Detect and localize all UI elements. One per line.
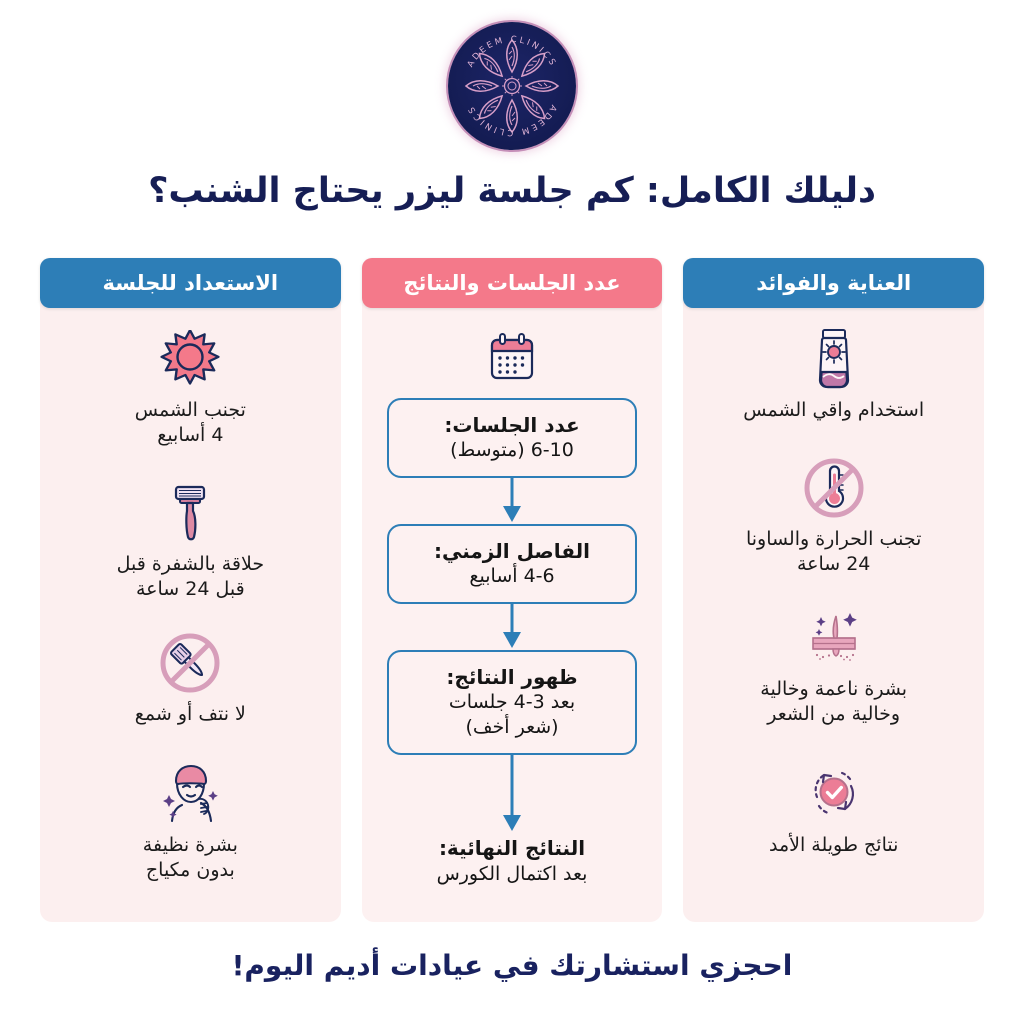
sessions-flow: عدد الجلسات: 6-10 (متوسط) الفاصل الزمني:… xyxy=(372,328,653,888)
flow-step-sessions-count: عدد الجلسات: 6-10 (متوسط) xyxy=(387,398,638,479)
logo-text-bottom: ADEEM CLINICS xyxy=(466,103,559,137)
list-item-caption: استخدام واقي الشمس xyxy=(743,398,924,423)
caption-line-2: 4 أسابيع xyxy=(157,424,224,447)
caption-line-1: لا نتف أو شمع xyxy=(134,703,246,726)
flow-step-title: النتائج النهائية: xyxy=(438,836,586,861)
caption-line-1: حلاقة بالشفرة قبل xyxy=(116,553,265,576)
column-header-preparation: الاستعداد للجلسة xyxy=(40,258,341,308)
no-heat-icon xyxy=(803,457,865,519)
column-header-care: العناية والفوائد xyxy=(683,258,985,308)
flow-step-title: ظهور النتائج: xyxy=(446,665,578,690)
razor-icon xyxy=(168,482,212,544)
flow-step-final-results: النتائج النهائية: بعد اكتمال الكورس xyxy=(387,835,637,888)
list-item-caption: تجنب الشمس 4 أسابيع xyxy=(135,398,246,448)
columns-container: الاستعداد للجلسة تجنب الشمس 4 أسابيع xyxy=(40,258,985,922)
caption-line-2: 24 ساعة xyxy=(796,553,871,576)
list-item-caption: حلاقة بالشفرة قبل قبل 24 ساعة xyxy=(117,552,265,602)
list-item-caption: بشرة نظيفة بدون مكياج xyxy=(143,833,238,883)
column-preparation: الاستعداد للجلسة تجنب الشمس 4 أسابيع xyxy=(40,258,341,922)
caption-line-2: بدون مكياج xyxy=(145,859,235,882)
long-lasting-icon xyxy=(803,763,865,825)
logo-area: ADEEM CLINICS ADEEM CLINICS xyxy=(0,22,1024,150)
sun-icon xyxy=(160,328,220,390)
list-item: لا نتف أو شمع xyxy=(50,632,331,727)
flow-arrow-down-icon xyxy=(499,478,525,524)
list-item-caption: تجنب الحرارة والساونا 24 ساعة xyxy=(746,527,921,577)
list-item: نتائج طويلة الأمد xyxy=(693,763,974,858)
flow-arrow-down-icon xyxy=(499,755,525,833)
flow-step-results-appear: ظهور النتائج: بعد 3-4 جلسات (شعر أخف) xyxy=(387,650,638,756)
caption-line-1: استخدام واقي الشمس xyxy=(743,399,925,421)
caption-line-1: تجنب الحرارة والساونا xyxy=(745,528,922,551)
list-item: بشرة نظيفة بدون مكياج xyxy=(50,763,331,883)
list-item-caption: نتائج طويلة الأمد xyxy=(769,833,898,858)
list-item-caption: لا نتف أو شمع xyxy=(135,702,246,727)
flow-step-title: الفاصل الزمني: xyxy=(434,539,591,564)
list-item: تجنب الشمس 4 أسابيع xyxy=(50,328,331,448)
column-body-sessions: عدد الجلسات: 6-10 (متوسط) الفاصل الزمني:… xyxy=(361,302,663,922)
sunscreen-icon xyxy=(810,328,858,390)
list-item: حلاقة بالشفرة قبل قبل 24 ساعة xyxy=(50,482,331,602)
column-header-sessions: عدد الجلسات والنتائج xyxy=(361,258,663,308)
list-item: استخدام واقي الشمس xyxy=(693,328,974,423)
flow-step-value-secondary: (شعر أخف) xyxy=(465,716,559,739)
caption-line-1: تجنب الشمس xyxy=(134,399,246,421)
flow-arrow-down-icon xyxy=(499,604,525,650)
column-sessions: عدد الجلسات والنتائج xyxy=(361,258,663,922)
clean-face-icon xyxy=(155,763,225,825)
caption-line-1: بشرة ناعمة وخالية xyxy=(760,678,908,701)
flow-step-value: 4-6 أسابيع xyxy=(469,565,555,588)
list-item-caption: بشرة ناعمة وخالية وخالية من الشعر xyxy=(760,677,907,727)
footer-cta: احجزي استشارتك في عيادات أديم اليوم! xyxy=(231,949,793,982)
logo-text-top: ADEEM CLINICS xyxy=(466,35,559,69)
flow-step-title: عدد الجلسات: xyxy=(444,413,580,437)
flow-step-value: بعد اكتمال الكورس xyxy=(436,863,588,886)
flow-step-value: بعد 3-4 جلسات xyxy=(448,691,576,714)
column-body-care: استخدام واقي الشمس xyxy=(683,302,985,922)
calendar-icon xyxy=(486,330,538,386)
adeem-clinics-logo: ADEEM CLINICS ADEEM CLINICS xyxy=(448,22,576,150)
flow-step-interval: الفاصل الزمني: 4-6 أسابيع xyxy=(387,524,638,605)
caption-line-1: بشرة نظيفة xyxy=(142,834,238,857)
caption-line-2: قبل 24 ساعة xyxy=(135,578,245,601)
caption-line-1: نتائج طويلة الأمد xyxy=(768,834,899,857)
column-care: العناية والفوائد استخد xyxy=(683,258,985,922)
page-title: دليلك الكامل: كم جلسة ليزر يحتاج الشنب؟ xyxy=(148,171,876,211)
column-body-preparation: تجنب الشمس 4 أسابيع حلاقة بالشفرة قبل xyxy=(40,302,341,922)
flow-step-value: 6-10 (متوسط) xyxy=(450,439,574,461)
smooth-skin-icon xyxy=(797,607,871,669)
no-wax-icon xyxy=(159,632,221,694)
list-item: بشرة ناعمة وخالية وخالية من الشعر xyxy=(693,607,974,727)
list-item: تجنب الحرارة والساونا 24 ساعة xyxy=(693,457,974,577)
caption-line-2: وخالية من الشعر xyxy=(767,703,901,726)
